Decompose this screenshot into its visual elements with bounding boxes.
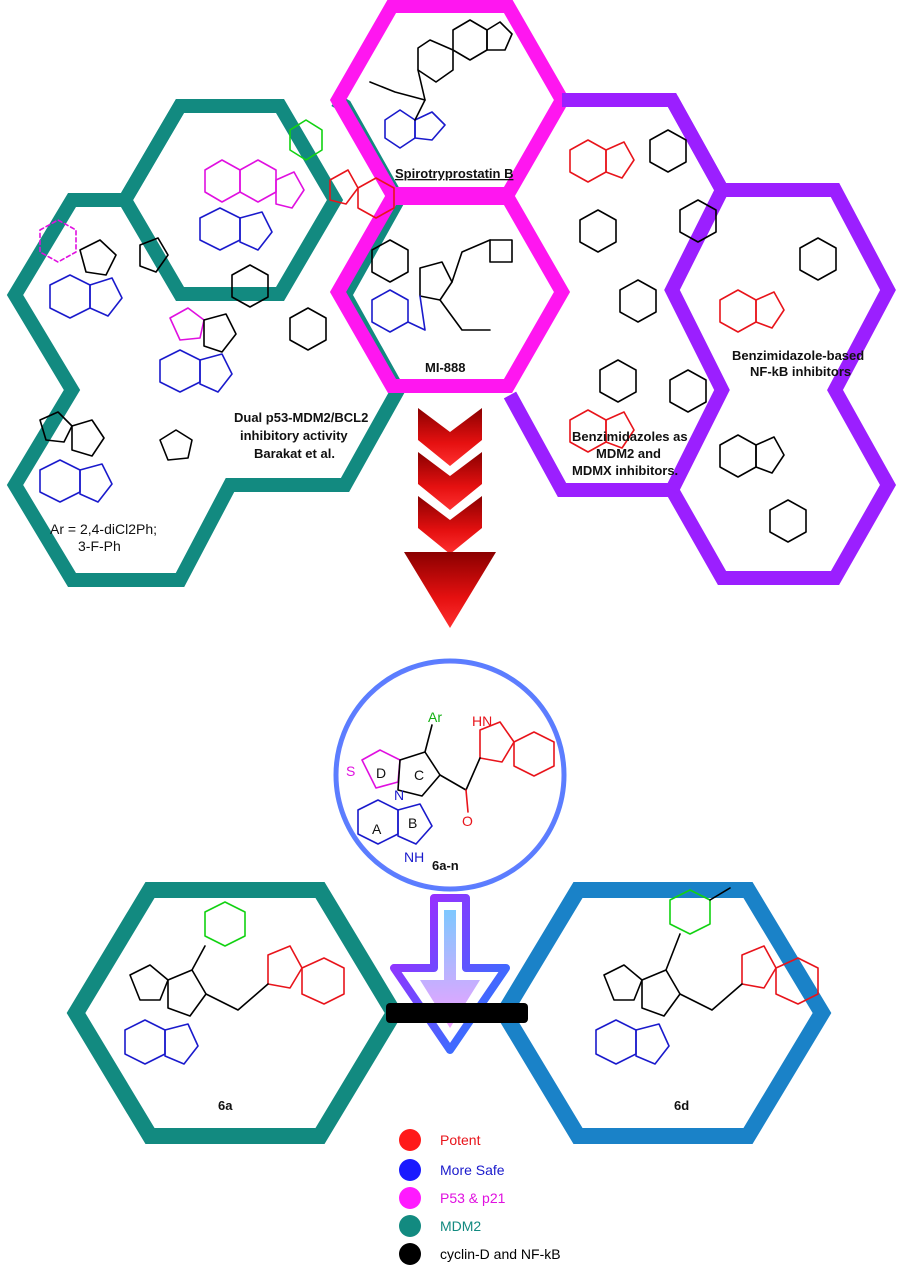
chevron-1 xyxy=(418,408,482,466)
benz-mdm2-line3: MDMX inhibitors. xyxy=(572,463,678,478)
mi888-structure xyxy=(371,239,513,333)
legend-text-mdm2: MDM2 xyxy=(440,1218,481,1234)
dual-line2: inhibitory activity xyxy=(240,428,348,443)
mi888-label: MI-888 xyxy=(425,360,465,375)
magenta-hex-center xyxy=(329,191,571,393)
outline-down-arrow xyxy=(390,894,510,1054)
legend-text-p53: P53 & p21 xyxy=(440,1190,506,1206)
ring-label-b-circle: B xyxy=(408,815,417,831)
compound-6a-n-label: 6a-n xyxy=(432,858,459,873)
ar-line1: Ar = 2,4-diCl2Ph; xyxy=(50,521,157,537)
ar-line2: 3-F-Ph xyxy=(78,538,121,554)
circle-compound xyxy=(357,721,555,845)
purple-hex-inner xyxy=(664,96,730,494)
legend-dot-cyclin xyxy=(399,1243,421,1265)
teal-hex-outline xyxy=(6,93,407,587)
legend-item-cyclin: cyclin-D and NF-kB xyxy=(399,1243,561,1265)
legend-item-mdm2: MDM2 xyxy=(399,1215,481,1237)
legend-text-cyclin: cyclin-D and NF-kB xyxy=(440,1246,561,1262)
atom-nh-circle: NH xyxy=(404,849,424,865)
chevron-2 xyxy=(418,452,482,510)
nfkb-line2: NF-kB inhibitors xyxy=(750,364,851,379)
ring-label-c-circle: C xyxy=(414,767,424,783)
benz-mdm2-line1: Benzimidazoles as xyxy=(572,429,688,444)
teal-bottom-compound xyxy=(39,411,193,503)
legend-text-potent: Potent xyxy=(440,1132,481,1148)
blue-hex-bottom xyxy=(494,882,832,1144)
legend-dot-more-safe xyxy=(399,1159,421,1181)
spirotryprostatin-label: Spirotryprostatin B xyxy=(395,166,513,181)
teal-hexagon-group xyxy=(6,93,407,587)
ring-label-d-circle: D xyxy=(376,765,386,781)
atom-o-circle: O xyxy=(462,813,473,829)
legend-dot-mdm2 xyxy=(399,1215,421,1237)
compound-circle xyxy=(333,658,567,892)
black-connector-bar xyxy=(386,1003,528,1023)
chevron-3 xyxy=(418,496,482,554)
teal-top-compound xyxy=(199,119,395,251)
purple-hexagon-group xyxy=(503,93,897,585)
ring-label-a-circle: A xyxy=(372,821,382,837)
spirotryprostatin-structure xyxy=(369,19,513,149)
legend-dot-potent xyxy=(399,1129,421,1151)
dual-line3: Barakat et al. xyxy=(254,446,335,461)
legend: Potent More Safe P53 & p21 MDM2 cyclin-D… xyxy=(399,1129,561,1265)
compound-6a-label: 6a xyxy=(218,1098,233,1113)
atom-hn-circle: HN xyxy=(472,713,492,729)
benz-mdm2-line2: MDM2 and xyxy=(596,446,661,461)
teal-hex-bottom xyxy=(66,882,404,1144)
magenta-hexagon-group xyxy=(329,0,571,393)
compound-6d-label: 6d xyxy=(674,1098,689,1113)
legend-item-more-safe: More Safe xyxy=(399,1159,505,1181)
compound-6a-structure xyxy=(124,901,345,1065)
arrow-head xyxy=(404,552,496,628)
atom-s-circle: S xyxy=(346,763,355,779)
nfkb-line1: Benzimidazole-based xyxy=(732,348,864,363)
compound-6d-structure xyxy=(595,887,819,1065)
atom-n-circle: N xyxy=(394,787,404,803)
legend-item-p53: P53 & p21 xyxy=(399,1187,506,1209)
purple-compounds xyxy=(569,129,837,543)
legend-item-potent: Potent xyxy=(399,1129,481,1151)
legend-dot-p53 xyxy=(399,1187,421,1209)
dual-line1: Dual p53-MDM2/BCL2 xyxy=(234,410,368,425)
teal-left-compound xyxy=(39,219,169,319)
teal-mid-compound xyxy=(159,264,327,393)
legend-text-more-safe: More Safe xyxy=(440,1162,505,1178)
red-down-arrow xyxy=(404,408,496,628)
atom-ar-circle: Ar xyxy=(428,709,442,725)
